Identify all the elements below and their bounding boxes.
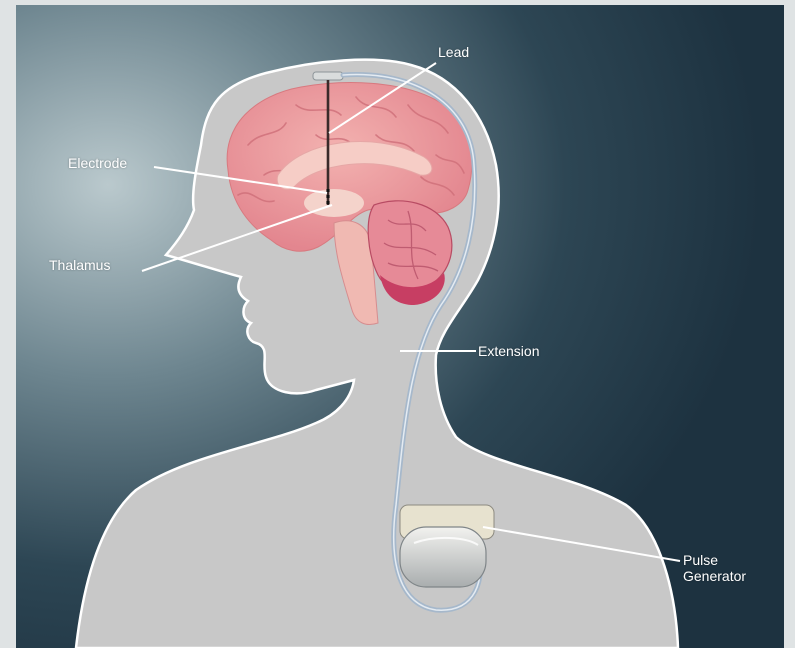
label-electrode: Electrode	[68, 155, 127, 171]
label-pulse-generator-line1: Pulse	[683, 552, 746, 568]
thalamus-region	[304, 189, 364, 217]
label-pulse-generator-line2: Generator	[683, 568, 746, 584]
dbs-illustration	[16, 5, 784, 648]
illustration-frame: Lead Electrode Thalamus Extension Pulse …	[16, 5, 784, 648]
pulse-generator-device	[400, 505, 494, 587]
label-thalamus: Thalamus	[49, 257, 110, 273]
label-extension: Extension	[478, 343, 539, 359]
burr-hole-cap	[313, 72, 343, 80]
label-lead: Lead	[438, 44, 469, 60]
label-pulse-generator: Pulse Generator	[683, 552, 746, 584]
